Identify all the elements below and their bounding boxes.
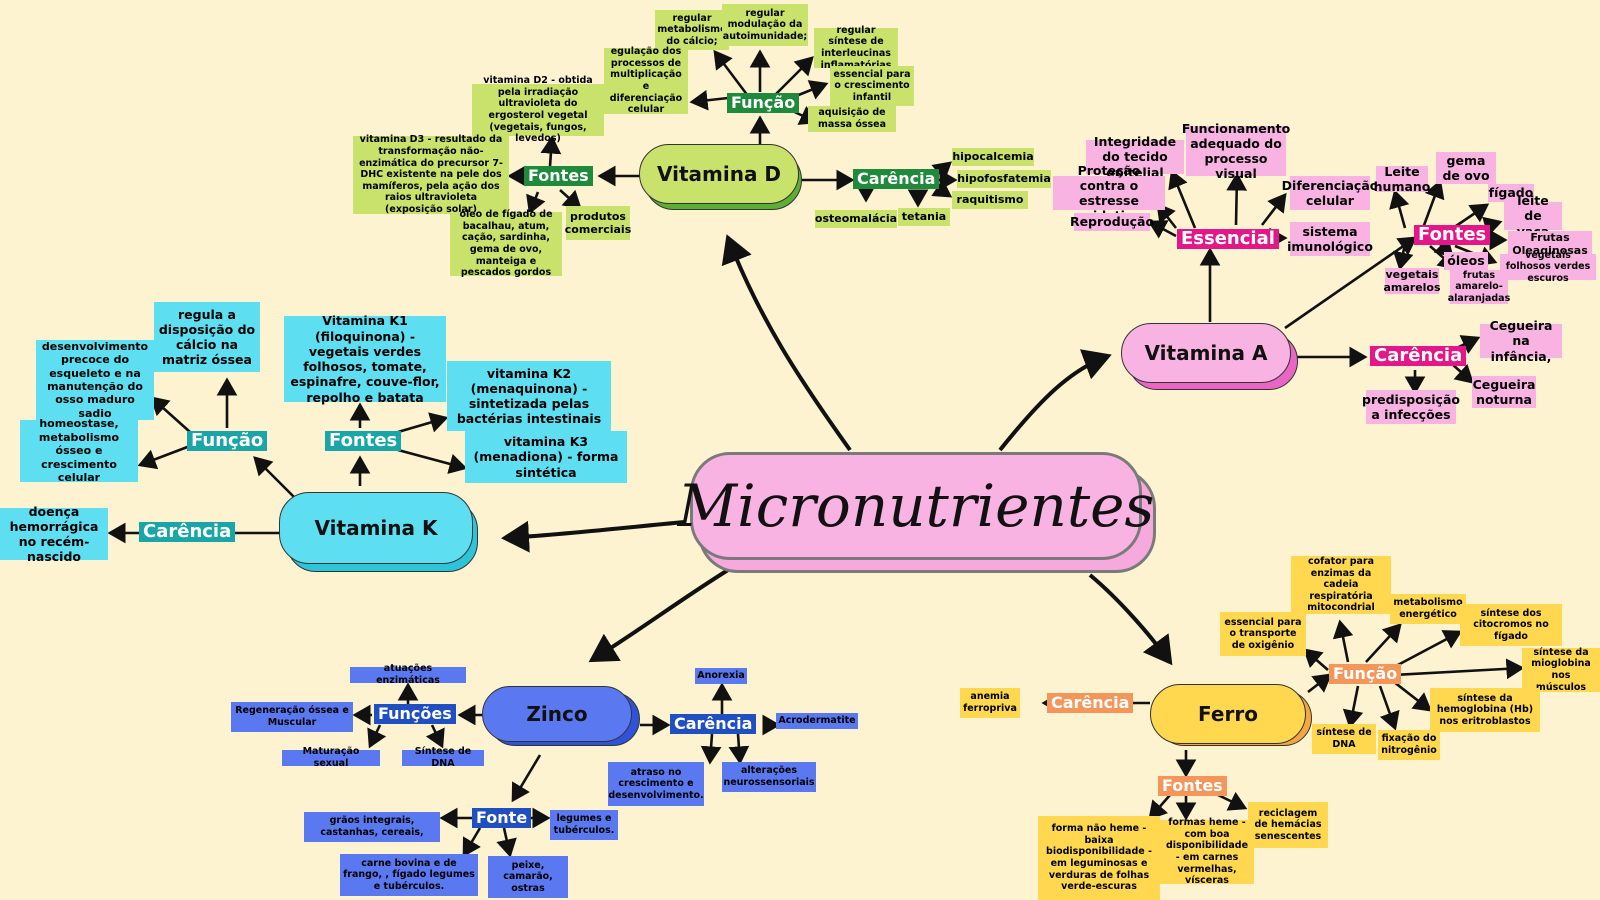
ferro-function-item: metabolismo energético (1390, 594, 1466, 624)
zinco-fonte-label: Fonte (472, 808, 532, 828)
zinco-function-item: Regeneração óssea e Muscular (231, 702, 353, 732)
ferro-function-item: síntese dos citocromos no fígado (1460, 604, 1562, 646)
zinco-carencia-label: Carência (670, 714, 757, 734)
vitamin-d-fontes-label: Fontes (524, 166, 593, 186)
center-node-title: Micronutrientes (678, 452, 1154, 560)
vitamin-d-source-item: vitamina D3 - resultado da transformação… (353, 134, 509, 215)
vitamin-d-deficiency-item: raquitismo (952, 191, 1028, 209)
vitamin-a-fontes-label: Fontes (1414, 225, 1491, 245)
zinco-function-item: Síntese de DNA (402, 746, 484, 769)
vitamin-k-node: Vitamina K (279, 492, 473, 564)
zinco-function-item: Maturação sexual (282, 746, 380, 769)
zinco-source-item: peixe, camarão, ostras (488, 856, 568, 898)
ferro-function-item: fixação do nitrogênio (1378, 730, 1440, 760)
vitamin-k-source-item: vitamina K2 (menaquinona) - sintetizada … (447, 361, 611, 431)
ferro-source-item: forma não heme - baixa biodisponibilidad… (1038, 816, 1160, 900)
zinco-node: Zinco (482, 686, 632, 742)
zinco-deficiency-item: Acrodermatite (776, 713, 858, 729)
vitamin-d-function-item: regular síntese de interleucinas inflama… (814, 25, 898, 71)
ferro-fontes-label: Fontes (1158, 776, 1227, 796)
vitamin-k-function-item: regula a disposição do cálcio na matriz … (154, 302, 260, 372)
zinco-function-item: atuações enzimáticas (350, 663, 466, 686)
vitamin-d-function-item: essencial para o crescimento infantil (830, 66, 914, 106)
vitamin-d-carencia-label: Carência (853, 169, 940, 189)
vitamin-k-source-item: vitamina K3 (menadiona) - forma sintétic… (465, 431, 627, 483)
vitamin-a-source-item: fígado (1488, 184, 1534, 202)
ferro-function-item: síntese de DNA (1312, 724, 1376, 754)
vitamin-d-function-item: aquisição de massa óssea (808, 106, 896, 132)
vitamin-d-funcao-label: Função (727, 93, 800, 113)
vitamin-a-source-item: vegetais folhosos verdes escuros (1500, 250, 1596, 284)
vitamin-d-deficiency-item: hipofosfatemia (957, 170, 1051, 188)
vitamin-a-essential-item: Funcionamento adequado do processo visua… (1181, 120, 1291, 182)
vitamin-a-deficiency-item: Cegueira na infância, (1480, 318, 1562, 364)
vitamin-a-carencia-label: Carência (1370, 346, 1467, 366)
vitamin-a-source-item: Leite humano (1373, 163, 1431, 194)
vitamin-d-function-item: regular metabolismo do cálcio; (655, 10, 729, 50)
vitamin-d-deficiency-item: osteomalácia (815, 210, 897, 228)
vitamin-a-source-item: Frutas Oleaginosas (1508, 231, 1592, 257)
vitamin-d-source-item: produtos comerciais (565, 206, 631, 240)
vitamin-k-funcao-label: Função (187, 431, 268, 451)
zinco-source-item: carne bovina e de frango, , fígado legum… (340, 854, 478, 896)
ferro-function-item: cofator para enzimas da cadeia respirató… (1291, 556, 1391, 614)
vitamin-d-source-item: vitamina D2 - obtida pela irradiação ult… (472, 75, 604, 144)
vitamin-a-source-item: frutas amarelo-alaranjadas (1447, 269, 1511, 304)
zinco-source-item: grãos integrais, castanhas, cereais, (304, 812, 440, 842)
zinco-funcoes-label: Funções (374, 704, 456, 724)
vitamin-a-essential-item: Reprodução (1069, 213, 1155, 231)
ferro-function-item: síntese da hemoglobina (Hb) nos eritrobl… (1430, 688, 1540, 732)
vitamin-k-source-item: Vitamina K1 (filoquinona) - vegetais ver… (284, 313, 446, 405)
vitamin-a-source-item: vegetais amarelos (1383, 267, 1441, 294)
vitamin-d-function-item: regular modulação da autoimunidade; (722, 4, 808, 46)
vitamin-k-fontes-label: Fontes (325, 431, 402, 451)
vitamin-d-deficiency-item: tetania (898, 208, 950, 226)
zinco-deficiency-item: alterações neurossensoriais (722, 762, 816, 792)
vitamin-d-function-item: egulação dos processos de multiplicação … (604, 46, 688, 115)
vitamin-k-carencia-label: Carência (139, 522, 236, 542)
ferro-deficiency-item: anemia ferropriva (960, 688, 1020, 718)
ferro-source-item: reciclagem de hemácias senescentes (1248, 802, 1328, 848)
vitamin-a-essential-item: sistema imunológico (1287, 222, 1373, 256)
vitamin-a-source-item: gema de ovo (1436, 152, 1496, 184)
ferro-function-item: essencial para o transporte de oxigênio (1220, 612, 1306, 656)
zinco-deficiency-item: atraso no crescimento e desenvolvimento. (608, 762, 704, 806)
zinco-source-item: legumes e tubérculos. (550, 810, 618, 840)
vitamin-k-deficiency-item: doença hemorrágica no recém-nascido (0, 504, 108, 564)
zinco-deficiency-item: Anorexia (695, 668, 747, 684)
vitamin-d-source-item: óleo de fígado de bacalhau, atum, cação,… (450, 209, 562, 278)
vitamin-a-source-item: óleos (1444, 252, 1488, 270)
vitamin-a-essential-item: Proteção contra o estresse oxidativo (1053, 163, 1165, 223)
ferro-function-item: síntese da mioglobina nos músculos (1522, 647, 1600, 693)
vitamin-d-node: Vitamina D (639, 144, 799, 204)
vitamin-a-node: Vitamina A (1121, 323, 1291, 383)
ferro-node: Ferro (1150, 684, 1306, 744)
vitamin-a-source-item: leite de vaca (1504, 193, 1562, 239)
ferro-carencia-label: Carência (1047, 693, 1134, 713)
vitamin-a-essencial-label: Essencial (1177, 229, 1279, 249)
vitamin-a-deficiency-item: predisposição a infecções (1362, 390, 1460, 424)
vitamin-a-essential-item: Integridade do tecido epitelial (1086, 134, 1184, 180)
ferro-source-item: formas heme - com boa disponibilidade - … (1160, 817, 1254, 886)
vitamin-k-function-item: desenvolvimento precoce do esqueleto e n… (36, 340, 154, 420)
ferro-funcao-label: Função (1329, 664, 1402, 684)
vitamin-d-deficiency-item: hipocalcemia (952, 148, 1034, 166)
vitamin-a-deficiency-item: Cegueira noturna (1472, 376, 1536, 408)
vitamin-k-function-item: homeostase, metabolismo ósseo e crescime… (20, 417, 138, 484)
vitamin-a-essential-item: Diferenciação celular (1281, 176, 1379, 210)
